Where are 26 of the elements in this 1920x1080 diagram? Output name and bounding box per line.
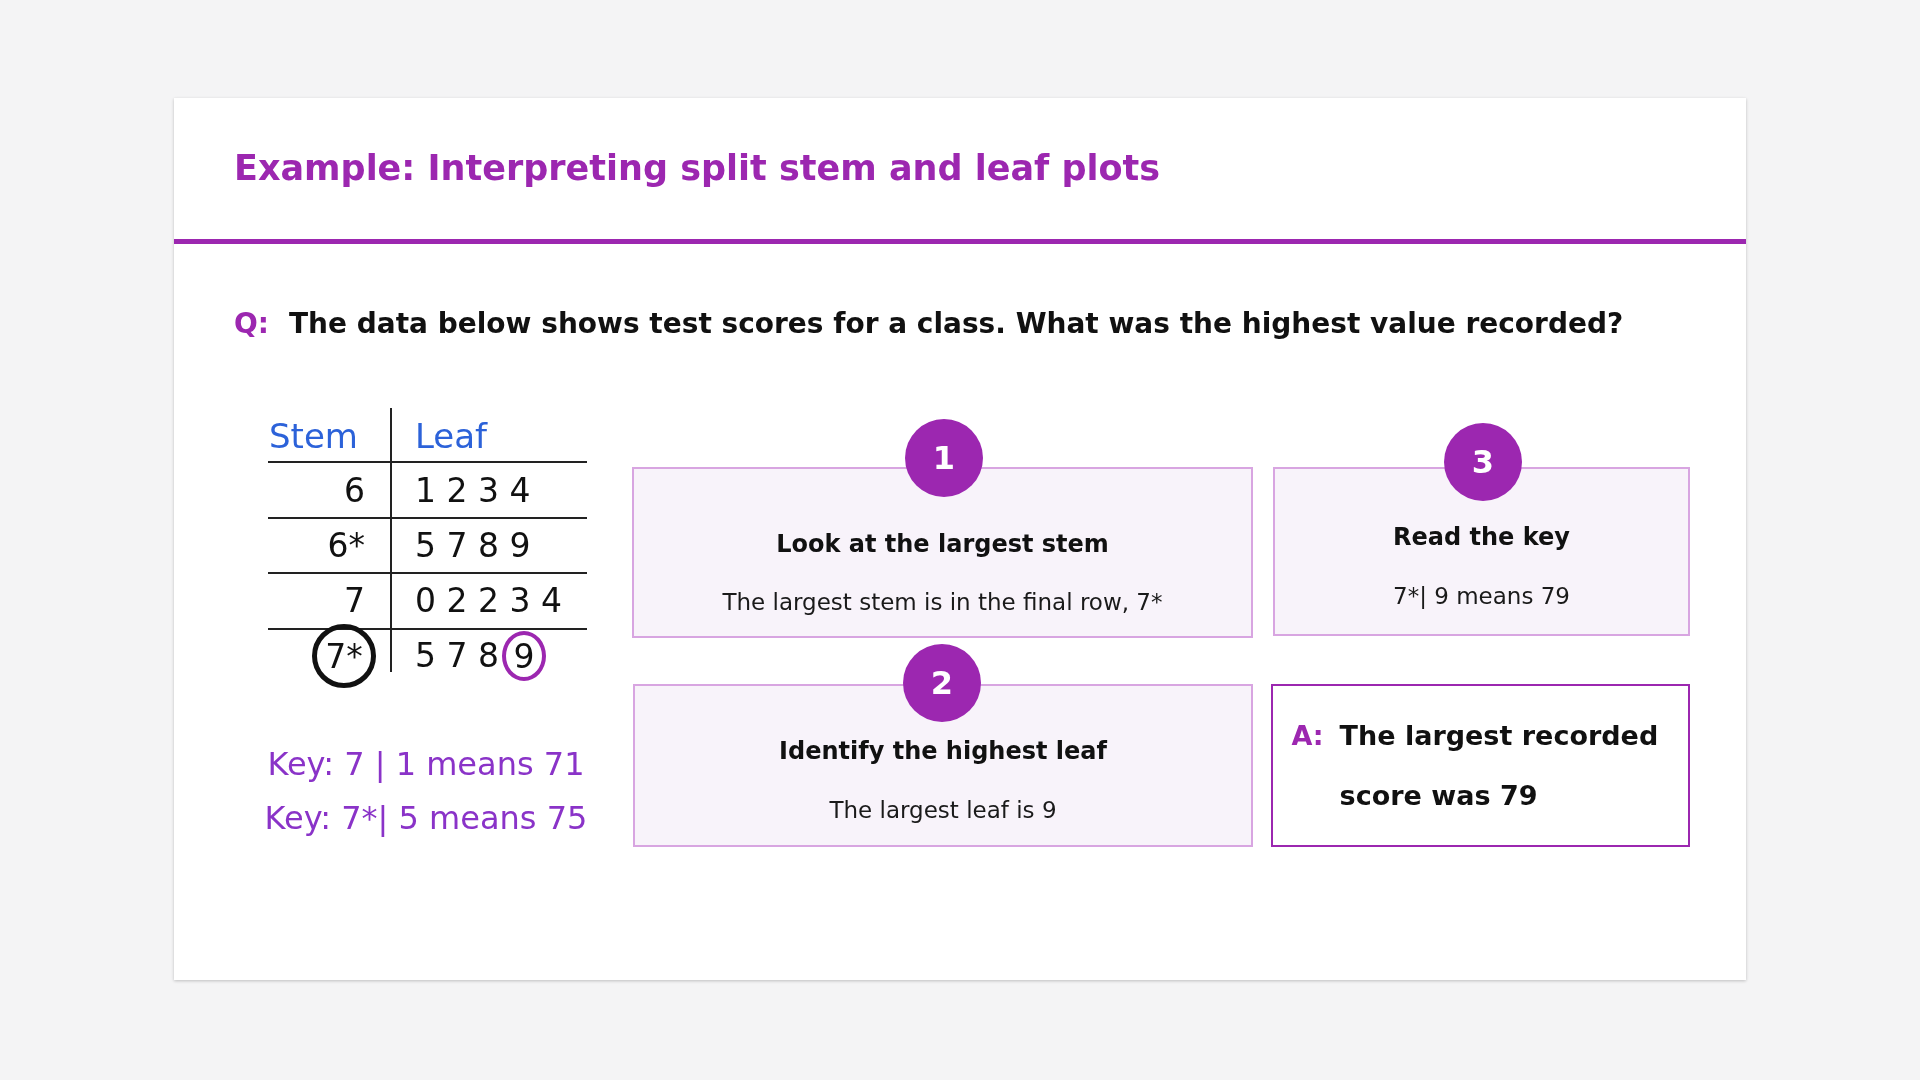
- leaf-values: 0 2 2 3 4: [415, 580, 562, 620]
- step-heading: Read the key: [1393, 523, 1570, 551]
- answer-box: [1271, 684, 1690, 847]
- slide-title: Example: Interpreting split stem and leaf plots: [234, 148, 1161, 188]
- step-text: The largest stem is in the final row, 7*: [722, 589, 1163, 615]
- step-text: 7*| 9 means 79: [1393, 583, 1570, 609]
- stem-value: 6: [344, 470, 365, 510]
- leaf-values: 1 2 3 4: [415, 470, 531, 510]
- column-header: Leaf: [415, 416, 488, 456]
- step-text: The largest leaf is 9: [829, 797, 1057, 823]
- step-heading: Look at the largest stem: [776, 530, 1109, 558]
- leaf-values: 5 7 8 9: [415, 525, 531, 565]
- stem-value: 6*: [327, 525, 365, 565]
- answer-text: The largest recorded score was 79: [1339, 718, 1660, 813]
- question-label: Q:: [234, 306, 269, 340]
- question-text: The data below shows test scores for a class. What was the highest value recorded?: [289, 306, 1624, 340]
- answer-label: A:: [1291, 718, 1324, 753]
- circled-stem: 7*: [312, 624, 376, 688]
- key-text: Key: 7*| 5 means 75: [264, 799, 588, 837]
- column-header: Stem: [269, 416, 358, 456]
- stem-value: 7: [344, 580, 365, 620]
- leaf-values: 5 7 8: [415, 635, 499, 675]
- step-heading: Identify the highest leaf: [779, 737, 1107, 765]
- step-card: [632, 467, 1253, 638]
- circled-leaf: 9: [502, 631, 546, 681]
- key-text: Key: 7 | 1 means 71: [267, 745, 585, 783]
